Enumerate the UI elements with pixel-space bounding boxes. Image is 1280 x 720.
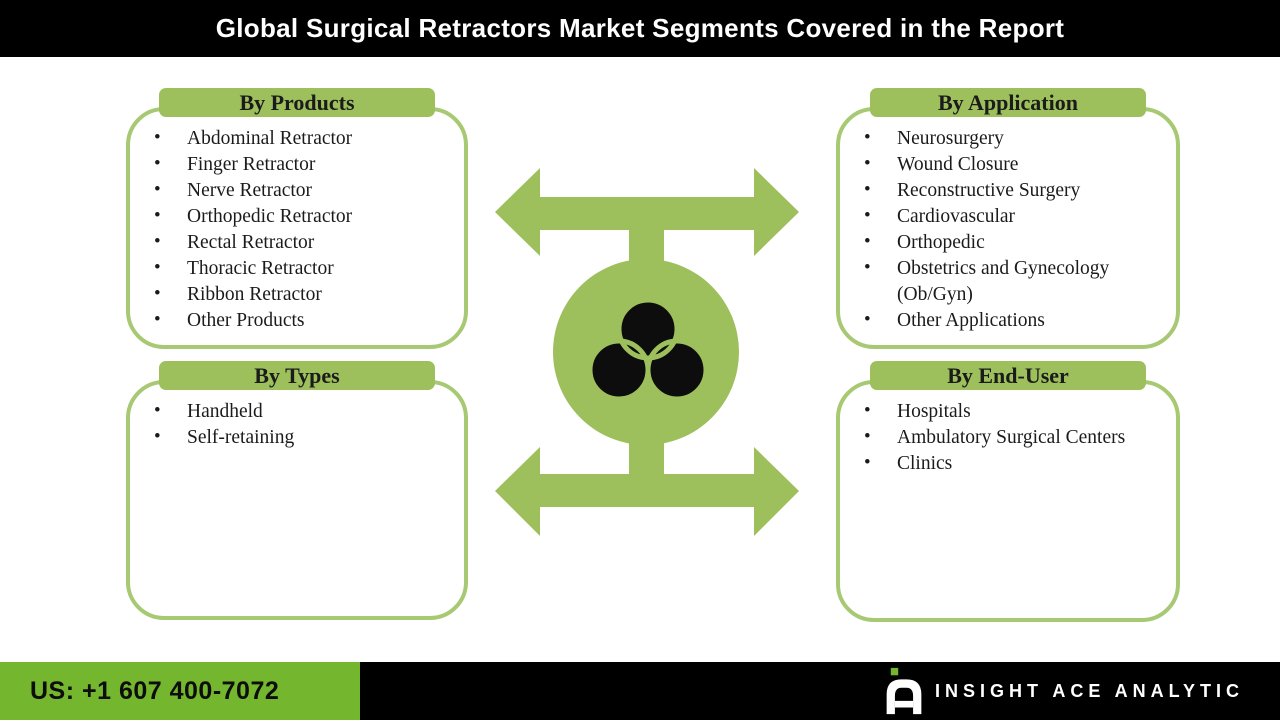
brand-name: INSIGHT ACE ANALYTIC [934,680,1244,701]
list-item: Cardiovascular [862,203,1162,230]
center-graphic [495,168,799,536]
list-item: Rectal Retractor [152,229,450,256]
segment-list-types: HandheldSelf-retaining [130,384,464,451]
segment-header-products: By Products [159,88,435,117]
brand-logo-icon [886,667,922,715]
page-title: Global Surgical Retractors Market Segmen… [215,13,1065,43]
list-item: Orthopedic Retractor [152,203,450,230]
list-item: Other Products [152,307,450,334]
list-item: Self-retaining [152,424,450,451]
list-item: Abdominal Retractor [152,125,450,152]
list-item: Other Applications [862,307,1162,334]
phone-bar: US: +1 607 400-7072 [0,662,360,720]
list-item: Clinics [862,450,1162,477]
list-item: Nerve Retractor [152,177,450,204]
segment-header-end-user: By End-User [870,361,1146,390]
brand-bar: INSIGHT ACE ANALYTIC [360,662,1280,720]
phone-number: US: +1 607 400-7072 [30,676,280,705]
list-item: Hospitals [862,398,1162,425]
double-arrow-top-icon [495,168,799,256]
segment-box-end-user: By End-User HospitalsAmbulatory Surgical… [836,361,1180,622]
segment-header-types: By Types [159,361,435,390]
list-item: Obstetrics and Gynecology (Ob/Gyn) [862,255,1162,308]
list-item: Orthopedic [862,229,1162,256]
list-item: Thoracic Retractor [152,255,450,282]
segment-list-products: Abdominal RetractorFinger RetractorNerve… [130,111,464,334]
double-arrow-bottom-icon [495,447,799,536]
segment-list-end-user: HospitalsAmbulatory Surgical CentersClin… [840,384,1176,477]
list-item: Finger Retractor [152,151,450,178]
segment-box-types: By Types HandheldSelf-retaining [126,361,468,620]
list-item: Neurosurgery [862,125,1162,152]
title-bar: Global Surgical Retractors Market Segmen… [0,0,1280,57]
footer-bar: US: +1 607 400-7072 INSIGHT ACE ANALYTIC [0,662,1280,720]
list-item: Reconstructive Surgery [862,177,1162,204]
list-item: Wound Closure [862,151,1162,178]
list-item: Handheld [152,398,450,425]
list-item: Ambulatory Surgical Centers [862,424,1162,451]
list-item: Ribbon Retractor [152,281,450,308]
segment-header-application: By Application [870,88,1146,117]
segment-list-application: NeurosurgeryWound ClosureReconstructive … [840,111,1176,334]
segment-box-application: By Application NeurosurgeryWound Closure… [836,88,1180,349]
segment-box-products: By Products Abdominal RetractorFinger Re… [126,88,468,349]
venn-diagram-icon [587,297,709,402]
